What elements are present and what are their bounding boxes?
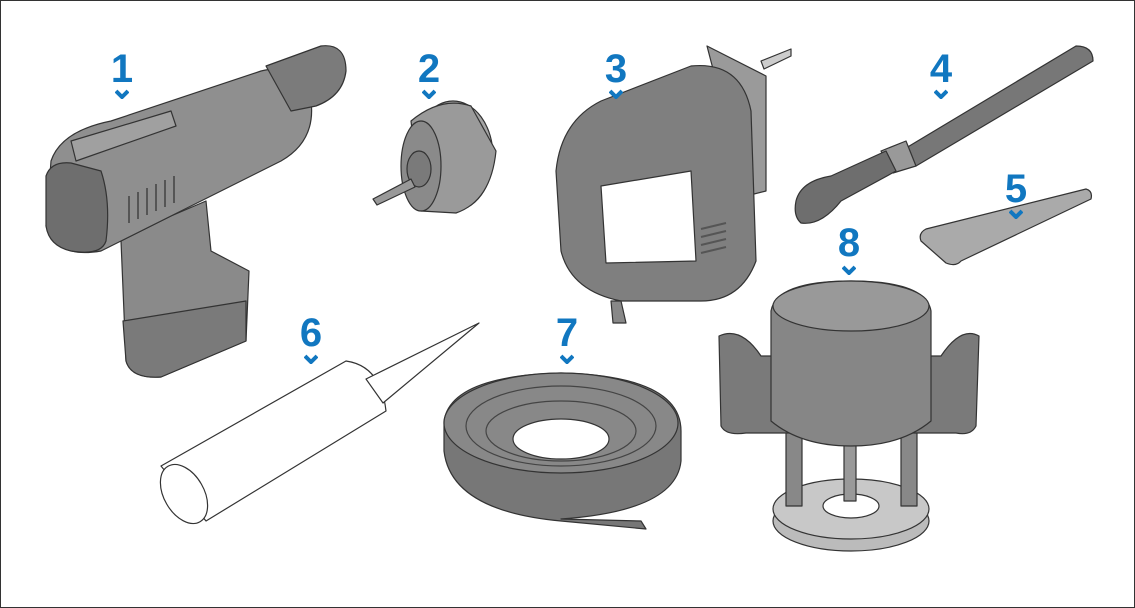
label-number: 4 — [929, 47, 953, 91]
allen-key-icon — [919, 188, 1093, 266]
label-number: 8 — [837, 221, 861, 265]
caulk-tube-icon — [159, 322, 480, 525]
label-number: 2 — [417, 47, 441, 91]
hole-saw-icon — [372, 100, 497, 214]
label-number: 7 — [555, 311, 579, 355]
tape-roll-icon — [443, 372, 682, 530]
label-number: 1 — [110, 47, 134, 91]
chevron-down-icon — [609, 89, 623, 99]
chevron-down-icon — [304, 354, 318, 364]
label-number: 3 — [604, 47, 628, 91]
chevron-down-icon — [934, 89, 948, 99]
chevron-down-icon — [560, 354, 574, 364]
jigsaw-icon — [555, 45, 792, 324]
cordless-drill-icon — [45, 45, 347, 378]
label-number: 5 — [1004, 167, 1028, 211]
label-number: 6 — [299, 311, 323, 355]
chevron-down-icon — [842, 265, 856, 275]
file-icon — [794, 45, 1094, 224]
chevron-down-icon — [422, 89, 436, 99]
chevron-down-icon — [115, 89, 129, 99]
router-icon — [718, 280, 980, 552]
chevron-down-icon — [1009, 209, 1023, 219]
